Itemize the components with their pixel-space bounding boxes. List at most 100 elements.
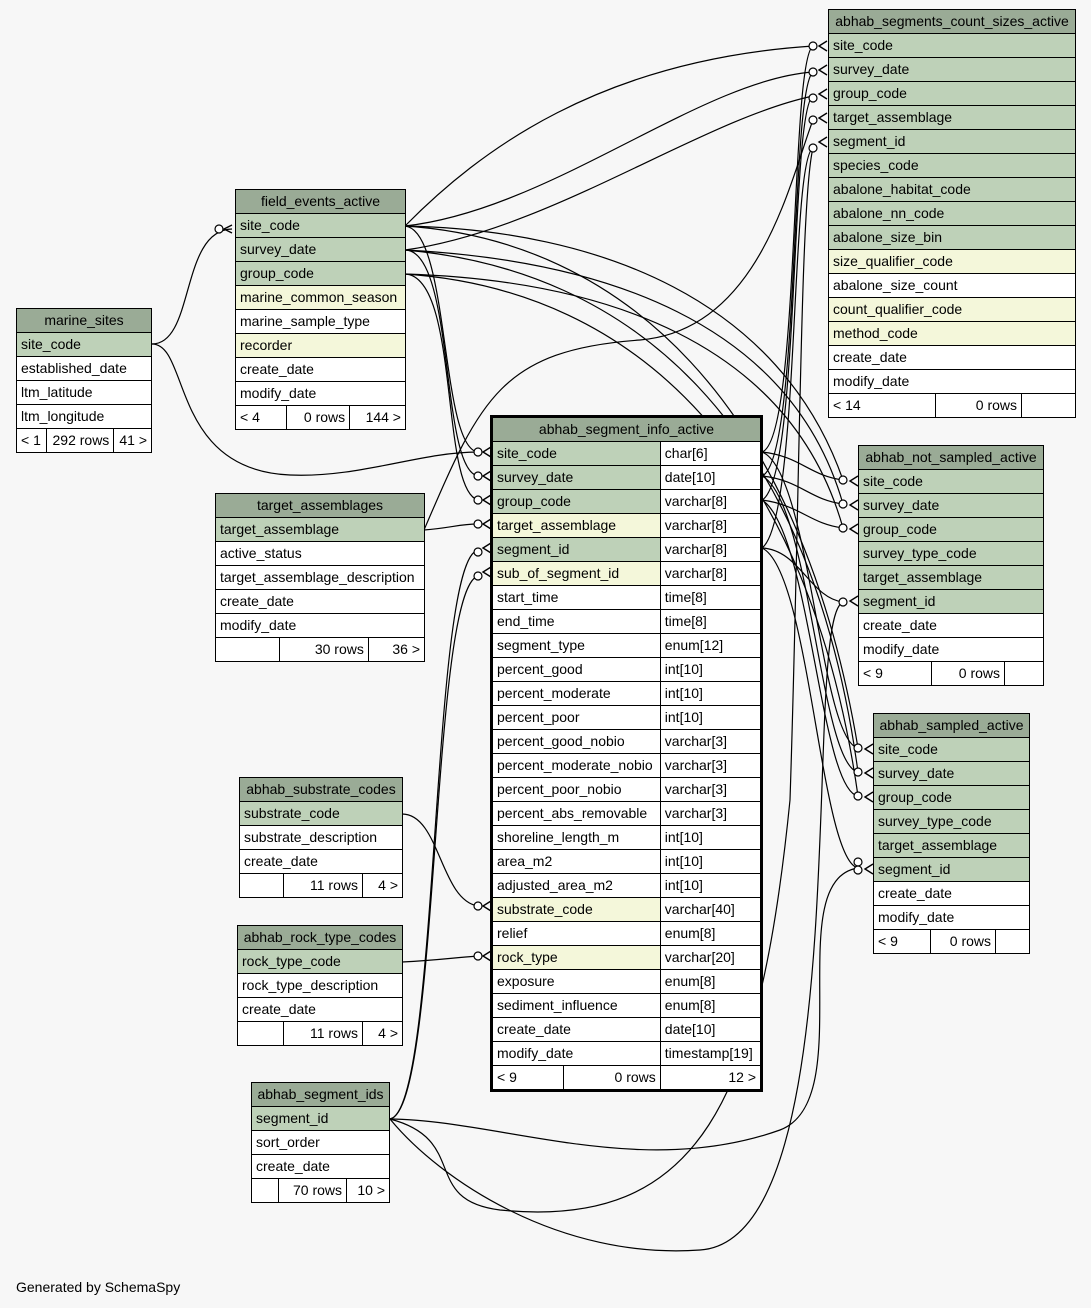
table-title[interactable]: abhab_rock_type_codes <box>237 925 403 950</box>
children-count[interactable]: 144 > <box>349 405 406 430</box>
table-title[interactable]: marine_sites <box>16 308 152 333</box>
table-abhab-substrate-codes[interactable]: abhab_substrate_codes substrate_code sub… <box>239 777 404 898</box>
column-sort-order: sort_order <box>251 1130 390 1155</box>
table-abhab-sampled-active[interactable]: abhab_sampled_active site_code survey_da… <box>873 713 1030 954</box>
parents-count[interactable]: < 9 <box>491 1065 564 1091</box>
column-rock-type: rock_type <box>491 945 661 970</box>
column-survey-type-code: survey_type_code <box>858 541 1044 566</box>
column-type: char[6] <box>659 441 763 466</box>
table-title[interactable]: target_assemblages <box>215 493 425 518</box>
column-site-code: site_code <box>873 737 1030 762</box>
table-title[interactable]: field_events_active <box>235 189 406 214</box>
table-abhab-segment-ids[interactable]: abhab_segment_ids segment_id sort_order … <box>251 1082 390 1203</box>
column-segment-type: segment_type <box>491 633 661 658</box>
column-site-code: site_code <box>491 441 661 466</box>
column-rock-type-description: rock_type_description <box>237 973 403 998</box>
children-count[interactable]: 36 > <box>367 637 426 662</box>
column-abalone-size-bin: abalone_size_bin <box>828 225 1076 250</box>
table-target-assemblages[interactable]: target_assemblages target_assemblage act… <box>215 493 426 662</box>
column-type: int[10] <box>659 705 763 730</box>
parents-count[interactable]: < 4 <box>235 405 287 430</box>
column-segment-id: segment_id <box>873 857 1030 882</box>
column-create-date: create_date <box>237 997 403 1022</box>
column-type: varchar[3] <box>659 729 763 754</box>
column-segment-id: segment_id <box>858 589 1044 614</box>
column-species-code: species_code <box>828 153 1076 178</box>
children-count[interactable] <box>1004 661 1044 686</box>
column-area-m2: area_m2 <box>491 849 661 874</box>
column-type: varchar[40] <box>659 897 763 922</box>
table-abhab-rock-type-codes[interactable]: abhab_rock_type_codes rock_type_code roc… <box>237 925 404 1046</box>
column-substrate-code: substrate_code <box>491 897 661 922</box>
column-type: varchar[8] <box>659 537 763 562</box>
column-type: time[8] <box>659 609 763 634</box>
table-title[interactable]: abhab_segment_info_active <box>491 416 762 442</box>
table-abhab-not-sampled-active[interactable]: abhab_not_sampled_active site_code surve… <box>858 445 1044 686</box>
row-count: 292 rows <box>45 428 115 453</box>
parents-count[interactable] <box>215 637 280 662</box>
column-survey-date: survey_date <box>235 237 406 262</box>
children-count[interactable]: 12 > <box>659 1065 763 1091</box>
column-group-code: group_code <box>873 785 1030 810</box>
column-create-date: create_date <box>828 345 1076 370</box>
parents-count[interactable]: < 9 <box>873 929 931 954</box>
children-count[interactable]: 10 > <box>346 1178 390 1203</box>
table-marine-sites[interactable]: marine_sites site_code established_date … <box>16 308 152 453</box>
column-target-assemblage: target_assemblage <box>858 565 1044 590</box>
table-abhab-segments-count-sizes-active[interactable]: abhab_segments_count_sizes_active site_c… <box>828 9 1076 418</box>
column-create-date: create_date <box>858 613 1044 638</box>
table-title[interactable]: abhab_sampled_active <box>873 713 1030 738</box>
column-type: int[10] <box>659 825 763 850</box>
column-percent-abs-removable: percent_abs_removable <box>491 801 661 826</box>
table-title[interactable]: abhab_segment_ids <box>251 1082 390 1107</box>
column-count-qualifier-code: count_qualifier_code <box>828 297 1076 322</box>
column-site-code: site_code <box>235 213 406 238</box>
table-title[interactable]: abhab_substrate_codes <box>239 777 403 802</box>
parents-count[interactable]: < 14 <box>828 393 936 418</box>
column-type: date[10] <box>659 1017 763 1042</box>
column-target-assemblage-description: target_assemblage_description <box>215 565 425 590</box>
column-modify-date: modify_date <box>215 613 425 638</box>
column-segment-id: segment_id <box>491 537 661 562</box>
table-title[interactable]: abhab_segments_count_sizes_active <box>828 9 1076 34</box>
column-target-assemblage: target_assemblage <box>828 105 1076 130</box>
column-target-assemblage: target_assemblage <box>873 833 1030 858</box>
column-segment-id: segment_id <box>251 1106 390 1131</box>
column-modify-date: modify_date <box>828 369 1076 394</box>
row-count: 11 rows <box>283 1021 363 1046</box>
parents-count[interactable] <box>239 873 284 898</box>
column-create-date: create_date <box>873 881 1030 906</box>
table-field-events-active[interactable]: field_events_active site_code survey_dat… <box>235 189 406 430</box>
column-recorder: recorder <box>235 333 406 358</box>
column-segment-id: segment_id <box>828 129 1076 154</box>
column-type: time[8] <box>659 585 763 610</box>
column-percent-good: percent_good <box>491 657 661 682</box>
column-type: enum[12] <box>659 633 763 658</box>
column-site-code: site_code <box>16 332 152 357</box>
children-count[interactable]: 4 > <box>361 1021 404 1046</box>
children-count[interactable]: 4 > <box>361 873 404 898</box>
parents-count[interactable]: < 1 <box>16 428 47 453</box>
column-exposure: exposure <box>491 969 661 994</box>
column-type: varchar[3] <box>659 801 763 826</box>
table-title[interactable]: abhab_not_sampled_active <box>858 445 1044 470</box>
column-sub-of-segment-id: sub_of_segment_id <box>491 561 661 586</box>
children-count[interactable] <box>1021 393 1076 418</box>
column-start-time: start_time <box>491 585 661 610</box>
parents-count[interactable]: < 9 <box>858 661 932 686</box>
column-group-code: group_code <box>858 517 1044 542</box>
column-marine-common-season: marine_common_season <box>235 285 406 310</box>
row-count: 0 rows <box>931 661 1005 686</box>
column-survey-type-code: survey_type_code <box>873 809 1030 834</box>
children-count[interactable]: 41 > <box>113 428 152 453</box>
parents-count[interactable] <box>251 1178 279 1203</box>
row-count: 70 rows <box>277 1178 348 1203</box>
column-modify-date: modify_date <box>873 905 1030 930</box>
parents-count[interactable] <box>237 1021 284 1046</box>
column-percent-poor-nobio: percent_poor_nobio <box>491 777 661 802</box>
row-count: 30 rows <box>279 637 369 662</box>
column-relief: relief <box>491 921 661 946</box>
children-count[interactable] <box>995 929 1030 954</box>
column-type: enum[8] <box>659 921 763 946</box>
